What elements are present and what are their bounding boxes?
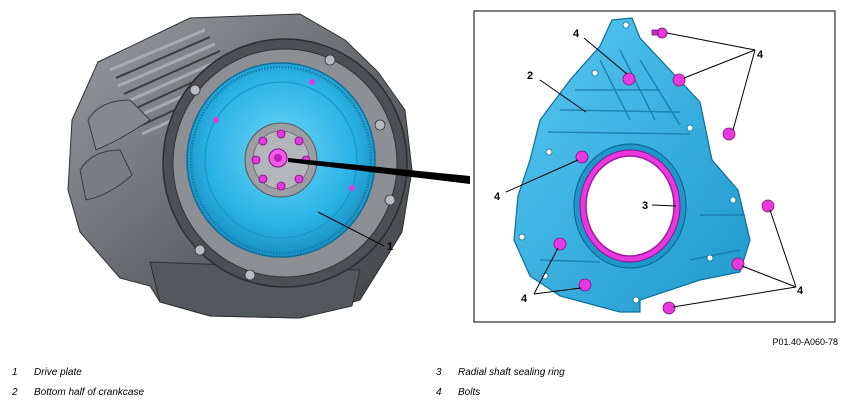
bolt-icon — [672, 73, 686, 87]
callout-4-top-right: 4 — [757, 49, 764, 61]
callout-3: 3 — [642, 200, 648, 212]
callout-4-right-bottom: 4 — [797, 285, 804, 297]
legend-number: 4 — [436, 387, 442, 398]
bolt-icon — [553, 237, 567, 251]
callout-4-top-left: 4 — [573, 28, 580, 40]
legend-text: Radial shaft sealing ring — [458, 367, 565, 378]
callout-2: 2 — [527, 70, 533, 82]
bolt-icon — [731, 257, 745, 271]
callout-4-left-bottom: 4 — [521, 293, 528, 305]
legend-text: Bolts — [458, 387, 481, 398]
legend-text: Bottom half of crankcase — [34, 387, 145, 398]
legend-number: 2 — [12, 387, 18, 398]
bolts — [553, 27, 775, 315]
callout-4-left-middle: 4 — [494, 191, 501, 203]
bolt-icon — [722, 127, 736, 141]
legend-number: 1 — [12, 367, 18, 378]
drive-plate — [186, 62, 376, 258]
bolt-icon — [662, 301, 676, 315]
legend-number: 3 — [436, 367, 442, 378]
legend-text: Drive plate — [34, 367, 82, 378]
bolt-icon — [575, 150, 589, 164]
figure-id: P01.40-A060-78 — [772, 337, 838, 347]
crankcase-cover — [513, 17, 751, 313]
bolt-icon — [622, 72, 636, 86]
callout-1: 1 — [387, 241, 393, 253]
zoom-connector — [288, 158, 470, 184]
leader-lines — [505, 32, 797, 308]
bolt-icon — [651, 27, 668, 39]
bolt-icon — [578, 278, 592, 292]
bolt-icon — [761, 199, 775, 213]
